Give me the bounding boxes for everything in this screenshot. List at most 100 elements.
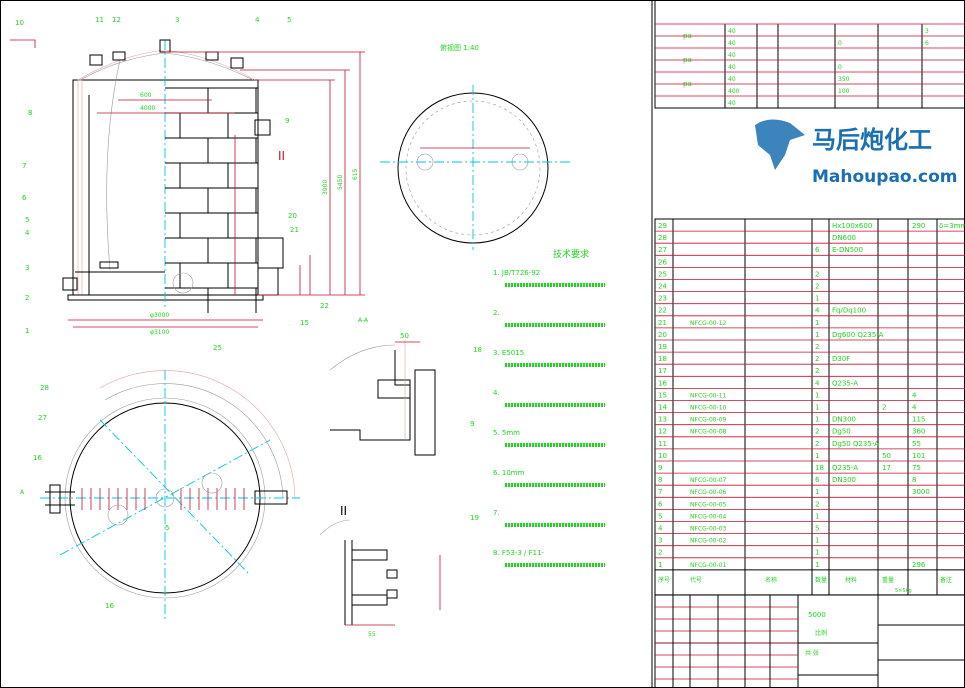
part-no: 24: [658, 283, 667, 291]
part-qty: 2: [815, 270, 819, 278]
spec-cell: 400: [728, 88, 740, 95]
part-material: Q235-A: [832, 379, 858, 387]
parts-header-code: 代号: [690, 576, 702, 584]
part-callout: 4: [255, 16, 260, 24]
part-qty: 1: [815, 537, 819, 545]
part-qty: 2: [815, 367, 819, 375]
dim-4000-label: 4000: [140, 105, 155, 112]
note-item: 6. 10mm: [493, 469, 525, 477]
spec-cell: 350: [838, 76, 850, 83]
part-material: DN600: [832, 234, 856, 242]
part-qty: 1: [815, 488, 819, 496]
part-qty: 1: [815, 549, 819, 557]
detail-i: [329, 340, 436, 456]
height-label-3: 615: [352, 168, 359, 180]
spec-cell: 40: [728, 100, 736, 107]
height-label-2: 5450: [337, 175, 344, 190]
spec-cell: 100: [838, 88, 850, 95]
part-qty: 5: [815, 525, 819, 533]
part-total: 55: [912, 440, 921, 448]
note-item: 2.: [493, 309, 500, 317]
part-note: δ=3mm: [939, 222, 965, 230]
part-callout: 4: [25, 229, 30, 237]
part-callout: 8: [28, 109, 32, 117]
spec-cell: 40: [728, 52, 736, 59]
parts-row: 19 2: [658, 343, 819, 351]
part-code: NFCG-00-11: [690, 392, 727, 399]
part-qty: 6: [815, 246, 820, 254]
part-total: 296: [912, 561, 926, 569]
part-code: NFCG-00-02: [690, 538, 727, 545]
spec-cell: 3: [925, 28, 929, 35]
part-callout: 5: [25, 216, 29, 224]
part-code: NFCG-00-06: [690, 489, 727, 496]
part-no: 21: [658, 319, 667, 327]
part-total: 115: [912, 416, 925, 424]
part-qty: 4: [815, 307, 820, 315]
part-no: 7: [658, 488, 662, 496]
diameter-inner-label: φ3000: [150, 312, 169, 319]
part-code: NFCG-00-09: [690, 417, 727, 424]
parts-header-total_weight: 5×5kg: [895, 588, 912, 594]
note-item: 3. E5015: [493, 349, 524, 357]
part-no: 22: [658, 307, 667, 315]
part-qty: 1: [815, 416, 819, 424]
part-total: 4: [912, 391, 917, 399]
part-qty: 1: [815, 319, 819, 327]
dim-600-label: 600: [140, 92, 152, 99]
parts-row: 26: [658, 258, 667, 266]
part-no: 9: [658, 464, 662, 472]
part-unit: 2: [882, 404, 886, 412]
diameter-outer-label: φ3100: [150, 329, 169, 336]
part-material: DN300: [832, 476, 856, 484]
scale-label: 比例: [815, 629, 827, 637]
title-block: [654, 594, 965, 688]
part-no: 12: [658, 428, 667, 436]
spec-cell: 0: [838, 64, 842, 71]
part-no: 13: [658, 416, 667, 424]
note-item: 7.: [493, 509, 500, 517]
part-callout: 10: [15, 19, 24, 27]
spec-row: 40: [728, 100, 736, 107]
part-no: 1: [658, 561, 662, 569]
part-qty: 1: [815, 512, 819, 520]
note-item: 5. 5mm: [493, 429, 520, 437]
note-item: 1. JB/T726-92: [493, 269, 540, 277]
part-no: 19: [658, 343, 667, 351]
section-ii-mark: II: [278, 149, 285, 163]
part-material: D30F: [832, 355, 850, 363]
section-ii-detail-title: II: [340, 504, 347, 518]
part-qty: 1: [815, 295, 819, 303]
part-material: Hx100x600: [832, 222, 872, 230]
parts-header-no: 序号: [658, 576, 670, 584]
part-no: 11: [658, 440, 667, 448]
part-callout: 3: [175, 16, 179, 24]
spec-cell: 40: [728, 64, 736, 71]
drawing-title: 5000: [808, 611, 826, 619]
part-callout: 12: [112, 16, 121, 24]
part-callout: 22: [320, 302, 329, 310]
spec-cell: 40: [728, 28, 736, 35]
part-unit: 17: [882, 464, 891, 472]
spec-cell: 0: [838, 40, 842, 47]
part-qty: 2: [815, 343, 819, 351]
